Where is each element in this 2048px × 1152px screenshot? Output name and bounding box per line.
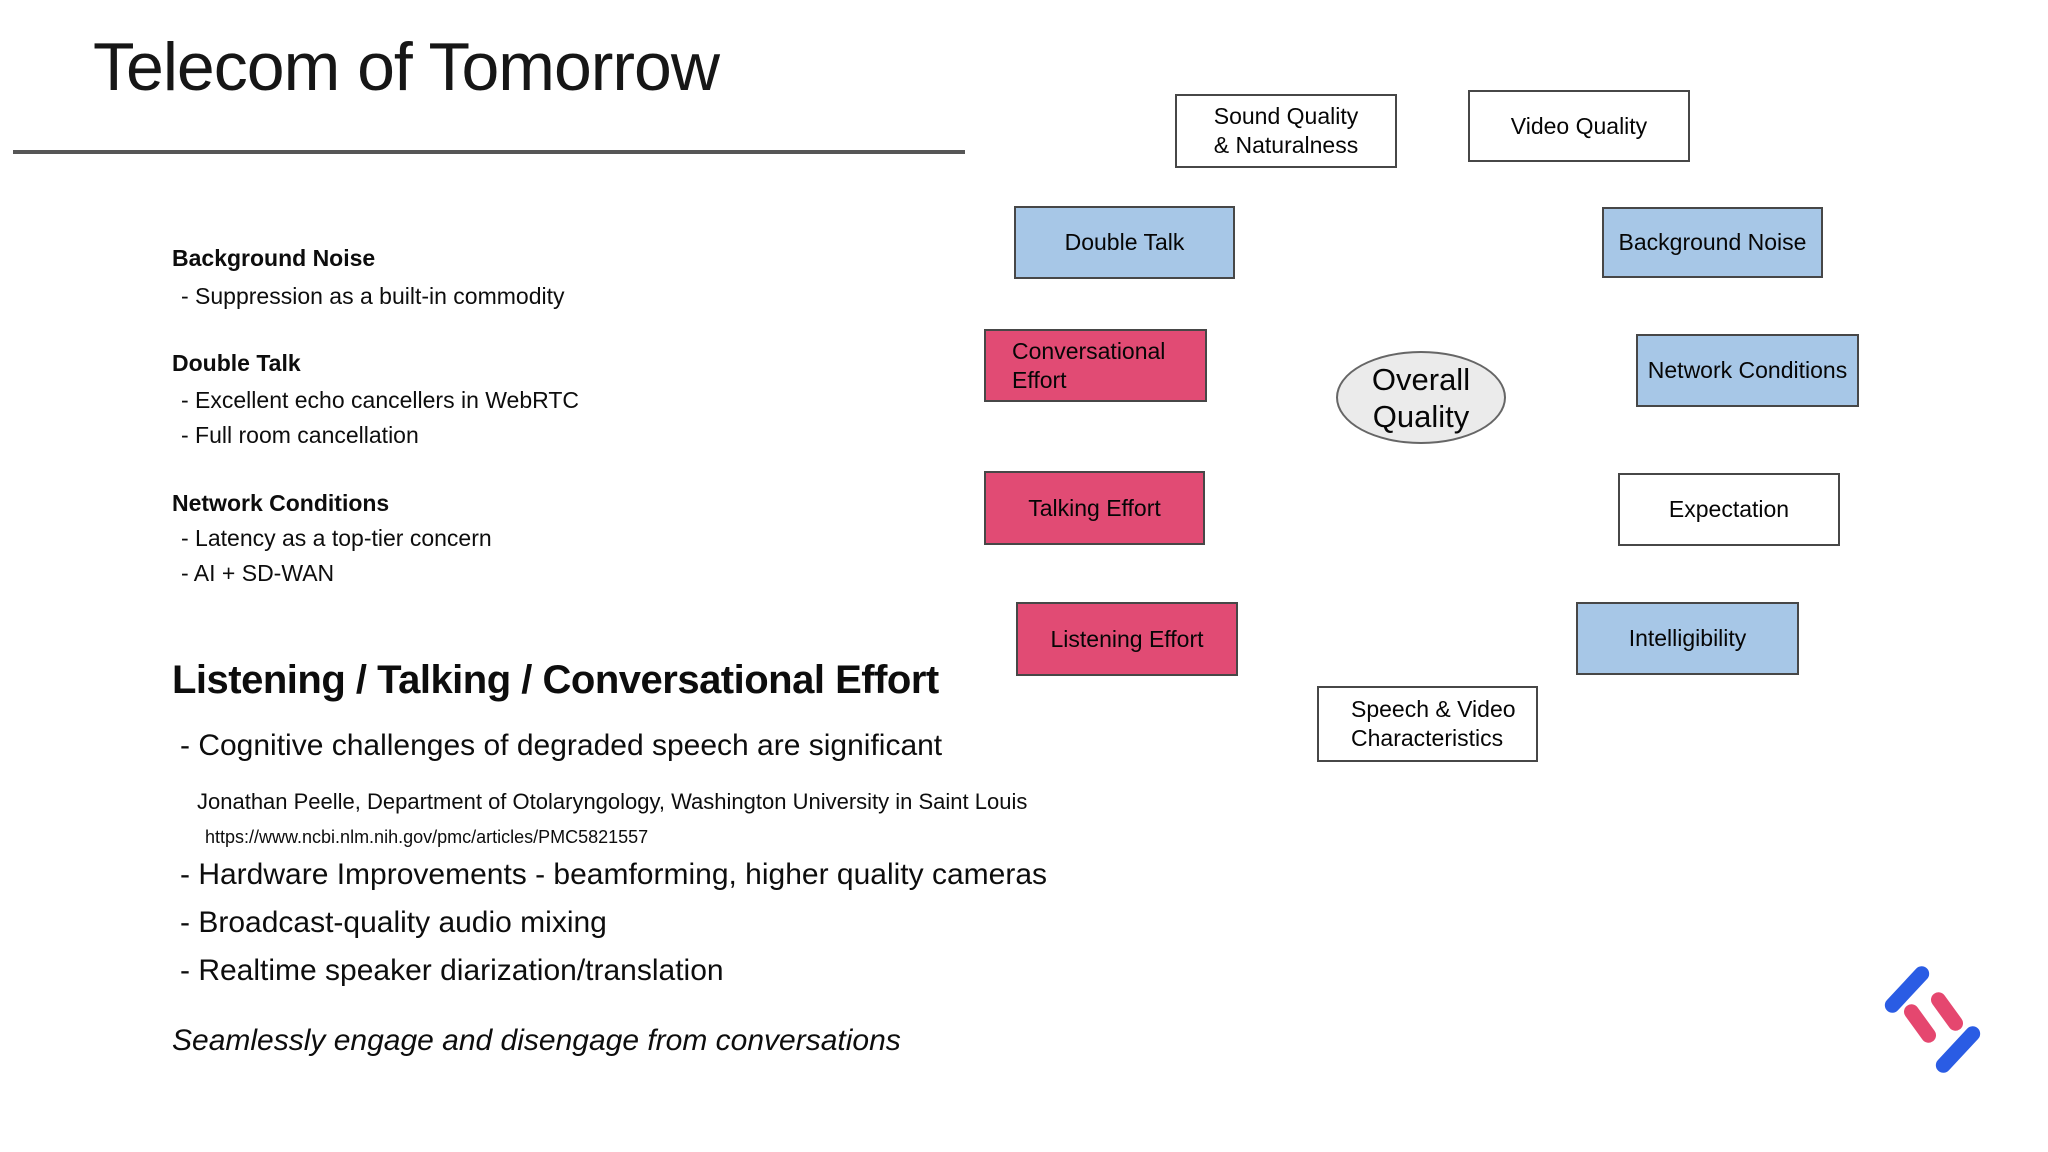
- title-underline: [13, 150, 965, 154]
- node-label: & Naturalness: [1213, 132, 1359, 158]
- logo-bar-icon: [1928, 989, 1966, 1034]
- node-label: Video Quality: [1510, 112, 1648, 139]
- node-label: Background Noise: [1618, 229, 1807, 255]
- center-label: Quality: [1372, 398, 1470, 434]
- topic-bullet: - Excellent echo cancellers in WebRTC: [181, 387, 579, 413]
- diagram-node-background-noise: Background Noise: [1602, 207, 1823, 278]
- diagram-node-double-talk: Double Talk: [1014, 206, 1235, 279]
- diagram-node-network-conditions: Network Conditions: [1636, 334, 1859, 407]
- effort-bullet: - Realtime speaker diarization/translati…: [180, 954, 724, 987]
- node-label: Speech & Video: [1351, 696, 1516, 722]
- center-label: Overall: [1371, 361, 1471, 397]
- topic-bullet: - Latency as a top-tier concern: [181, 525, 492, 551]
- effort-bullet: - Broadcast-quality audio mixing: [180, 906, 607, 939]
- node-label: Characteristics: [1351, 725, 1504, 751]
- diagram-node-talking-effort: Talking Effort: [984, 471, 1205, 545]
- node-label: Effort: [1012, 366, 1067, 393]
- effort-bullet: - Hardware Improvements - beamforming, h…: [180, 858, 1047, 891]
- logo-bar-icon: [1932, 1023, 1984, 1076]
- effort-bullet: - Cognitive challenges of degraded speec…: [180, 729, 943, 762]
- citation-url: https://www.ncbi.nlm.nih.gov/pmc/article…: [205, 827, 649, 847]
- topic-bullet: - AI + SD-WAN: [181, 560, 335, 586]
- node-label: Conversational: [1012, 337, 1166, 364]
- node-label: Double Talk: [1064, 229, 1185, 255]
- page-title: Telecom of Tomorrow: [93, 29, 720, 105]
- effort-section-heading: Listening / Talking / Conversational Eff…: [172, 658, 939, 702]
- diagram-node-speech-video-characteristics: Speech & Video Characteristics: [1317, 686, 1538, 762]
- topic-heading-double-talk: Double Talk: [172, 350, 301, 376]
- node-label: Expectation: [1668, 496, 1790, 522]
- topic-bullet: - Full room cancellation: [181, 422, 419, 448]
- topic-bullet: - Suppression as a built-in commodity: [181, 283, 565, 309]
- topic-heading-background-noise: Background Noise: [172, 245, 376, 271]
- diagram-node-expectation: Expectation: [1618, 473, 1840, 546]
- node-label: Talking Effort: [1028, 494, 1161, 521]
- node-label: Intelligibility: [1628, 625, 1747, 651]
- node-label: Sound Quality: [1213, 103, 1359, 129]
- diagram-node-conversational-effort: Conversational Effort: [984, 329, 1207, 402]
- diagram-node-listening-effort: Listening Effort: [1016, 602, 1238, 676]
- node-label: Listening Effort: [1050, 625, 1204, 652]
- diagram-node-video-quality: Video Quality: [1468, 90, 1690, 162]
- diagram-node-intelligibility: Intelligibility: [1576, 602, 1799, 675]
- topic-heading-network-conditions: Network Conditions: [172, 490, 390, 516]
- citation-text: Jonathan Peelle, Department of Otolaryng…: [197, 789, 1028, 814]
- brand-logo: [1880, 958, 1998, 1084]
- node-label: Network Conditions: [1647, 357, 1848, 383]
- diagram-node-sound-quality: Sound Quality & Naturalness: [1175, 94, 1397, 168]
- diagram-center-overall-quality: Overall Quality: [1336, 351, 1506, 444]
- logo-bar-icon: [1901, 1001, 1939, 1046]
- footer-tagline: Seamlessly engage and disengage from con…: [172, 1024, 901, 1057]
